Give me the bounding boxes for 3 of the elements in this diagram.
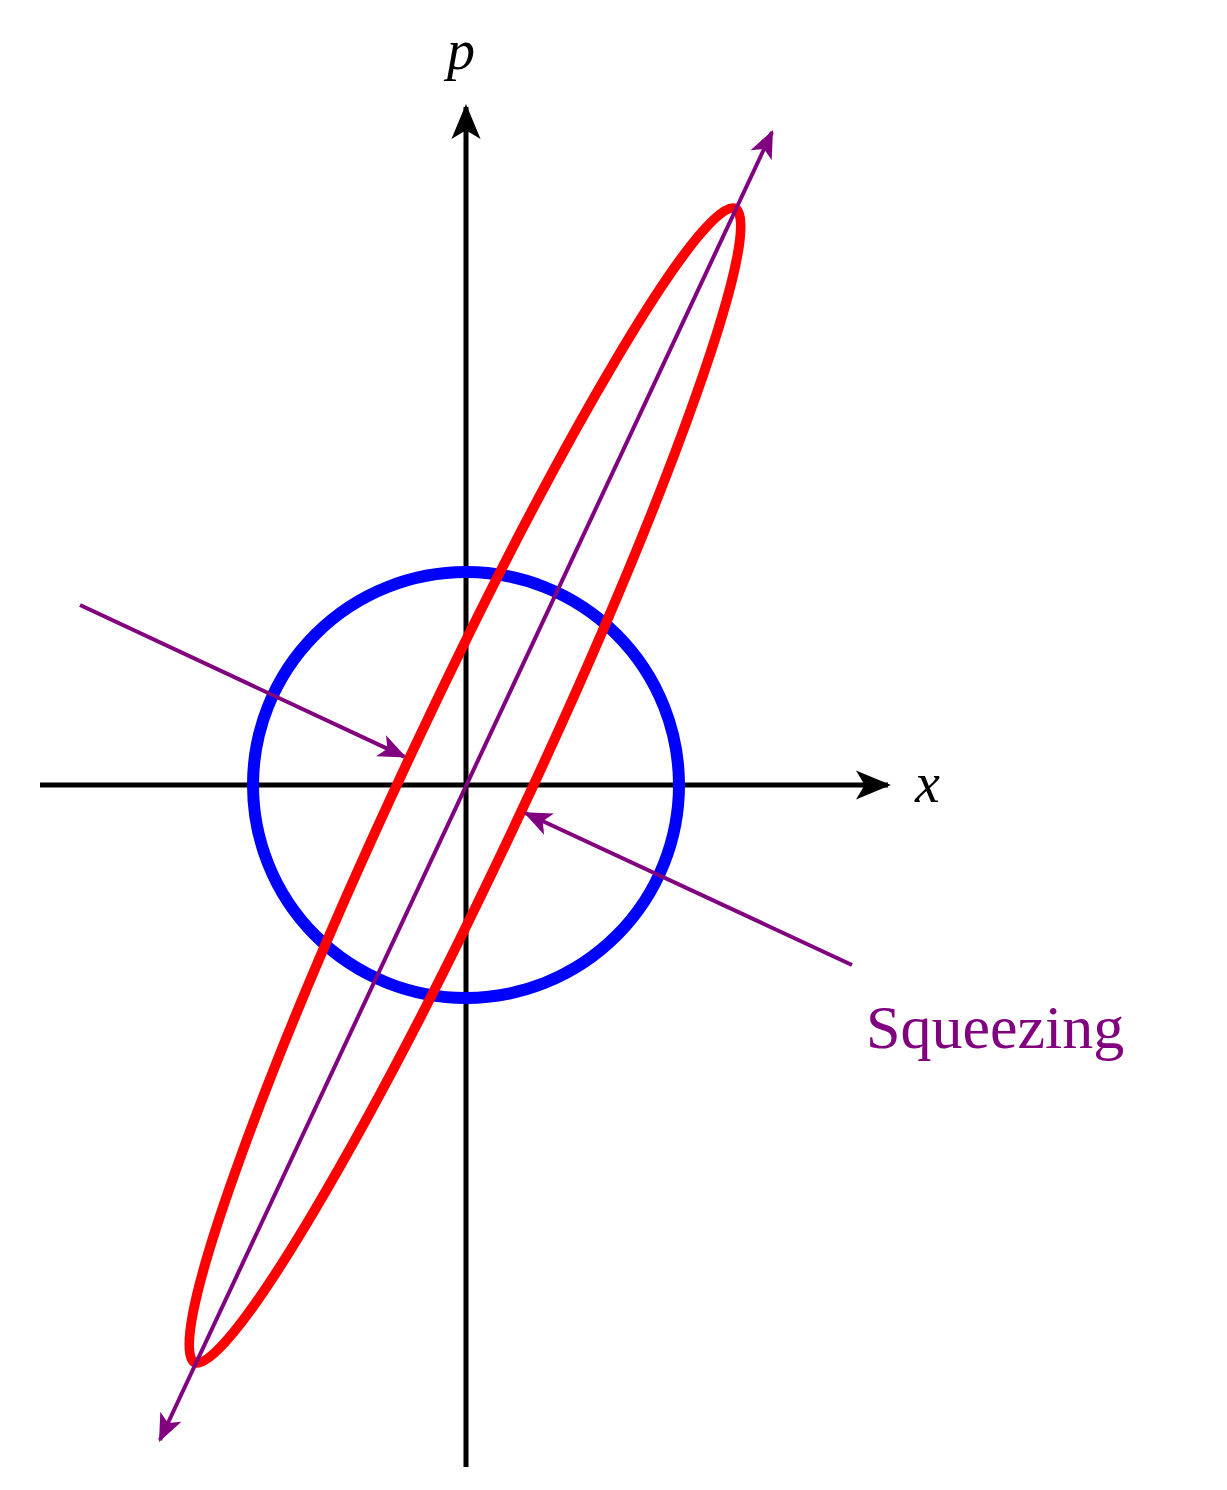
axis-label: x xyxy=(915,755,940,811)
arrow xyxy=(523,811,853,967)
arrow xyxy=(79,603,407,759)
